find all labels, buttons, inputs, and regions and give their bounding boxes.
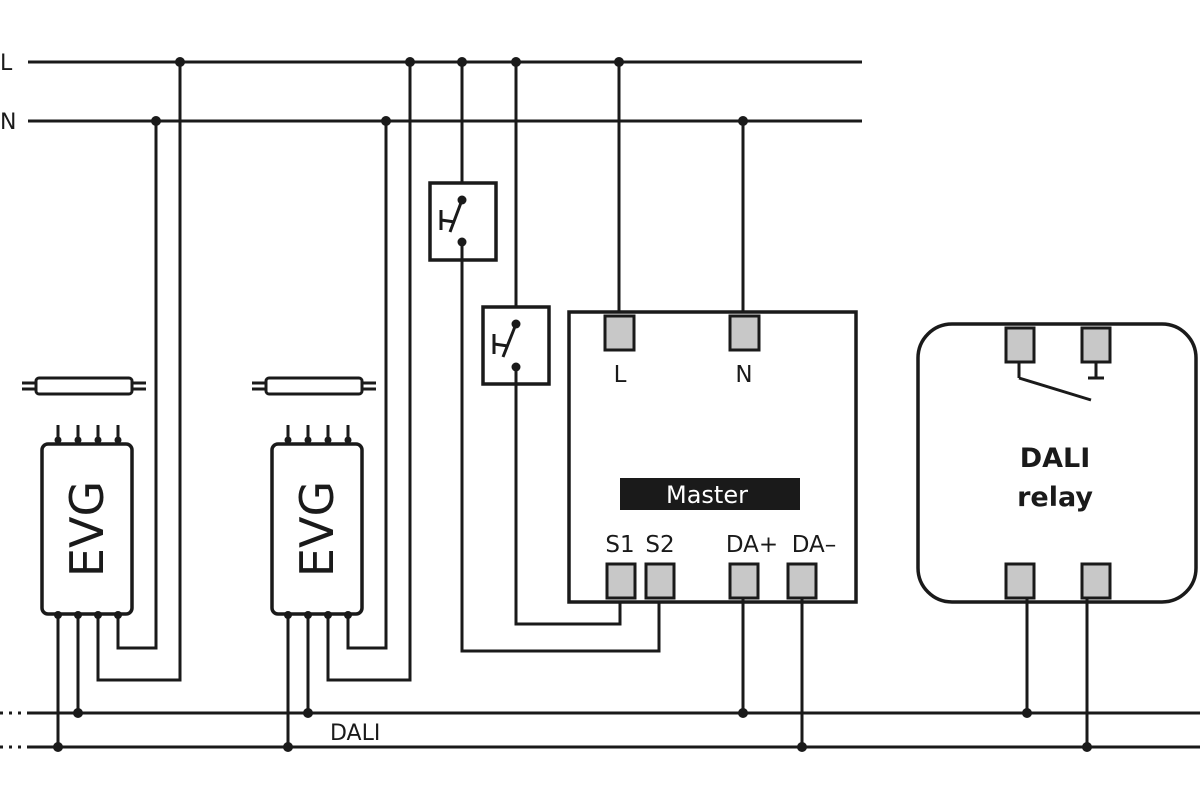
ballast-body (40, 442, 134, 616)
neutral-wire (346, 121, 388, 650)
dali-relay: DALI relay (916, 322, 1198, 752)
terminal-n (728, 314, 761, 352)
relay-contact-terminal-1 (1004, 326, 1036, 364)
contact-blade (448, 199, 464, 233)
pin-dot (284, 436, 292, 444)
relay-box (916, 322, 1198, 604)
junction-dot (1082, 742, 1092, 752)
junction-dot (797, 742, 807, 752)
pin-dot (54, 436, 62, 444)
junction-dot (53, 742, 63, 752)
pin-dot (324, 436, 332, 444)
relay-dali-terminal-2 (1080, 562, 1112, 600)
junction-dot (175, 57, 185, 67)
terminal-s1 (605, 562, 637, 600)
relay-contact-terminal-2 (1080, 326, 1112, 364)
relay-title-line2: relay (1017, 482, 1093, 513)
line-wire (326, 62, 412, 682)
junction-dot (381, 116, 391, 126)
master-title: Master (666, 481, 748, 509)
pin-dot (344, 436, 352, 444)
l-bus-label: L (0, 51, 13, 76)
junction-dot (738, 708, 748, 718)
ballast-label: EVG (60, 481, 114, 577)
junction-dot (303, 708, 313, 718)
pin-dot (74, 436, 82, 444)
relay-dali-terminal-1 (1004, 562, 1036, 600)
s2-wire (460, 242, 661, 653)
pin-dot (94, 436, 102, 444)
lamp-tube-icon (34, 376, 134, 396)
dali-bus-label: DALI (330, 721, 380, 746)
junction-dot (283, 742, 293, 752)
ballast-label: EVG (290, 481, 344, 577)
junction-dot (614, 57, 624, 67)
dali-bus: DALI (0, 711, 1200, 749)
relay-title-line1: DALI (1020, 443, 1091, 474)
junction-dot (738, 116, 748, 126)
n-bus-label: N (0, 110, 16, 135)
power-bus: L N (0, 51, 862, 135)
actuator-icon (440, 218, 456, 224)
pushbutton-s1 (481, 57, 622, 626)
actuator-icon (493, 342, 509, 348)
contact-blade (501, 323, 518, 358)
terminal-da-minus-label: DA– (792, 532, 837, 558)
s1-wire (514, 367, 622, 626)
terminal-s2-label: S2 (645, 532, 674, 558)
junction-dot (405, 57, 415, 67)
junction-dot (457, 57, 467, 67)
terminal-s2 (644, 562, 676, 600)
master-box (567, 310, 858, 604)
junction-dot (151, 116, 161, 126)
neutral-wire (116, 121, 158, 650)
line-wire (96, 62, 182, 682)
terminal-s1-label: S1 (605, 532, 634, 558)
terminal-n-label: N (735, 362, 752, 388)
pin-dot (114, 436, 122, 444)
ballast-1: EVG (22, 57, 185, 752)
master-unit: L N Master S1 S2 DA+ DA– (567, 57, 858, 752)
pushbutton-s2 (428, 57, 661, 653)
terminal-da-plus (728, 562, 760, 600)
terminal-da-plus-label: DA+ (726, 532, 778, 558)
ballast-body (270, 442, 364, 616)
junction-dot (73, 708, 83, 718)
master-title-bar (620, 478, 800, 510)
ballast-2: EVG (252, 57, 415, 752)
pin-dot (304, 436, 312, 444)
relay-contact-blade (1018, 376, 1092, 402)
junction-dot (1022, 708, 1032, 718)
junction-dot (511, 57, 521, 67)
lamp-tube-icon (264, 376, 364, 396)
terminal-l-label: L (614, 362, 627, 388)
terminal-l (603, 314, 636, 352)
terminal-da-minus (786, 562, 818, 600)
